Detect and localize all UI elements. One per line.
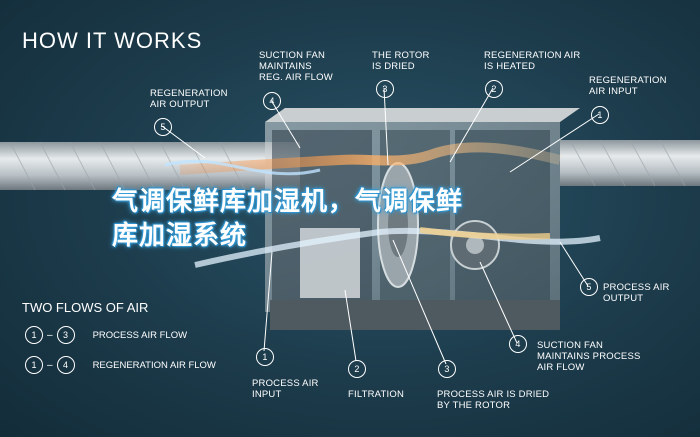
machine-top (265, 108, 580, 122)
overlay-line-1: 气调保鲜库加湿机，气调保鲜 (112, 186, 464, 216)
label-filtration: FILTRATION (348, 389, 405, 400)
overlay-line-2: 库加湿系统 (112, 220, 248, 250)
bottom-label-2-marker: 2 (348, 360, 366, 378)
bottom-label-4-marker: 4 (509, 335, 527, 353)
overlay-caption: 气调保鲜库加湿机，气调保鲜 库加湿系统 (112, 184, 632, 252)
legend-title: TWO FLOWS OF AIR (22, 300, 149, 315)
top-label-3-marker: 3 (376, 80, 394, 98)
page-title: HOW IT WORKS (22, 28, 203, 53)
legend-row-regeneration: 1–4 REGENERATION AIR FLOW (25, 356, 216, 374)
top-label-4-marker: 4 (263, 92, 281, 110)
regeneration-flow (179, 142, 562, 175)
bottom-label-3-marker: 3 (438, 360, 456, 378)
bottom-label-5-marker: 5 (580, 278, 598, 296)
process-flow (194, 227, 601, 268)
right-duct (560, 140, 700, 186)
legend-row-process: 1–3 PROCESS AIR FLOW (25, 326, 187, 344)
top-label-1-marker: 1 (591, 106, 609, 124)
machine-base (270, 300, 560, 330)
top-label-5-marker: 5 (154, 118, 172, 136)
top-label-2-marker: 2 (485, 80, 503, 98)
bottom-label-1-marker: 1 (256, 348, 274, 366)
